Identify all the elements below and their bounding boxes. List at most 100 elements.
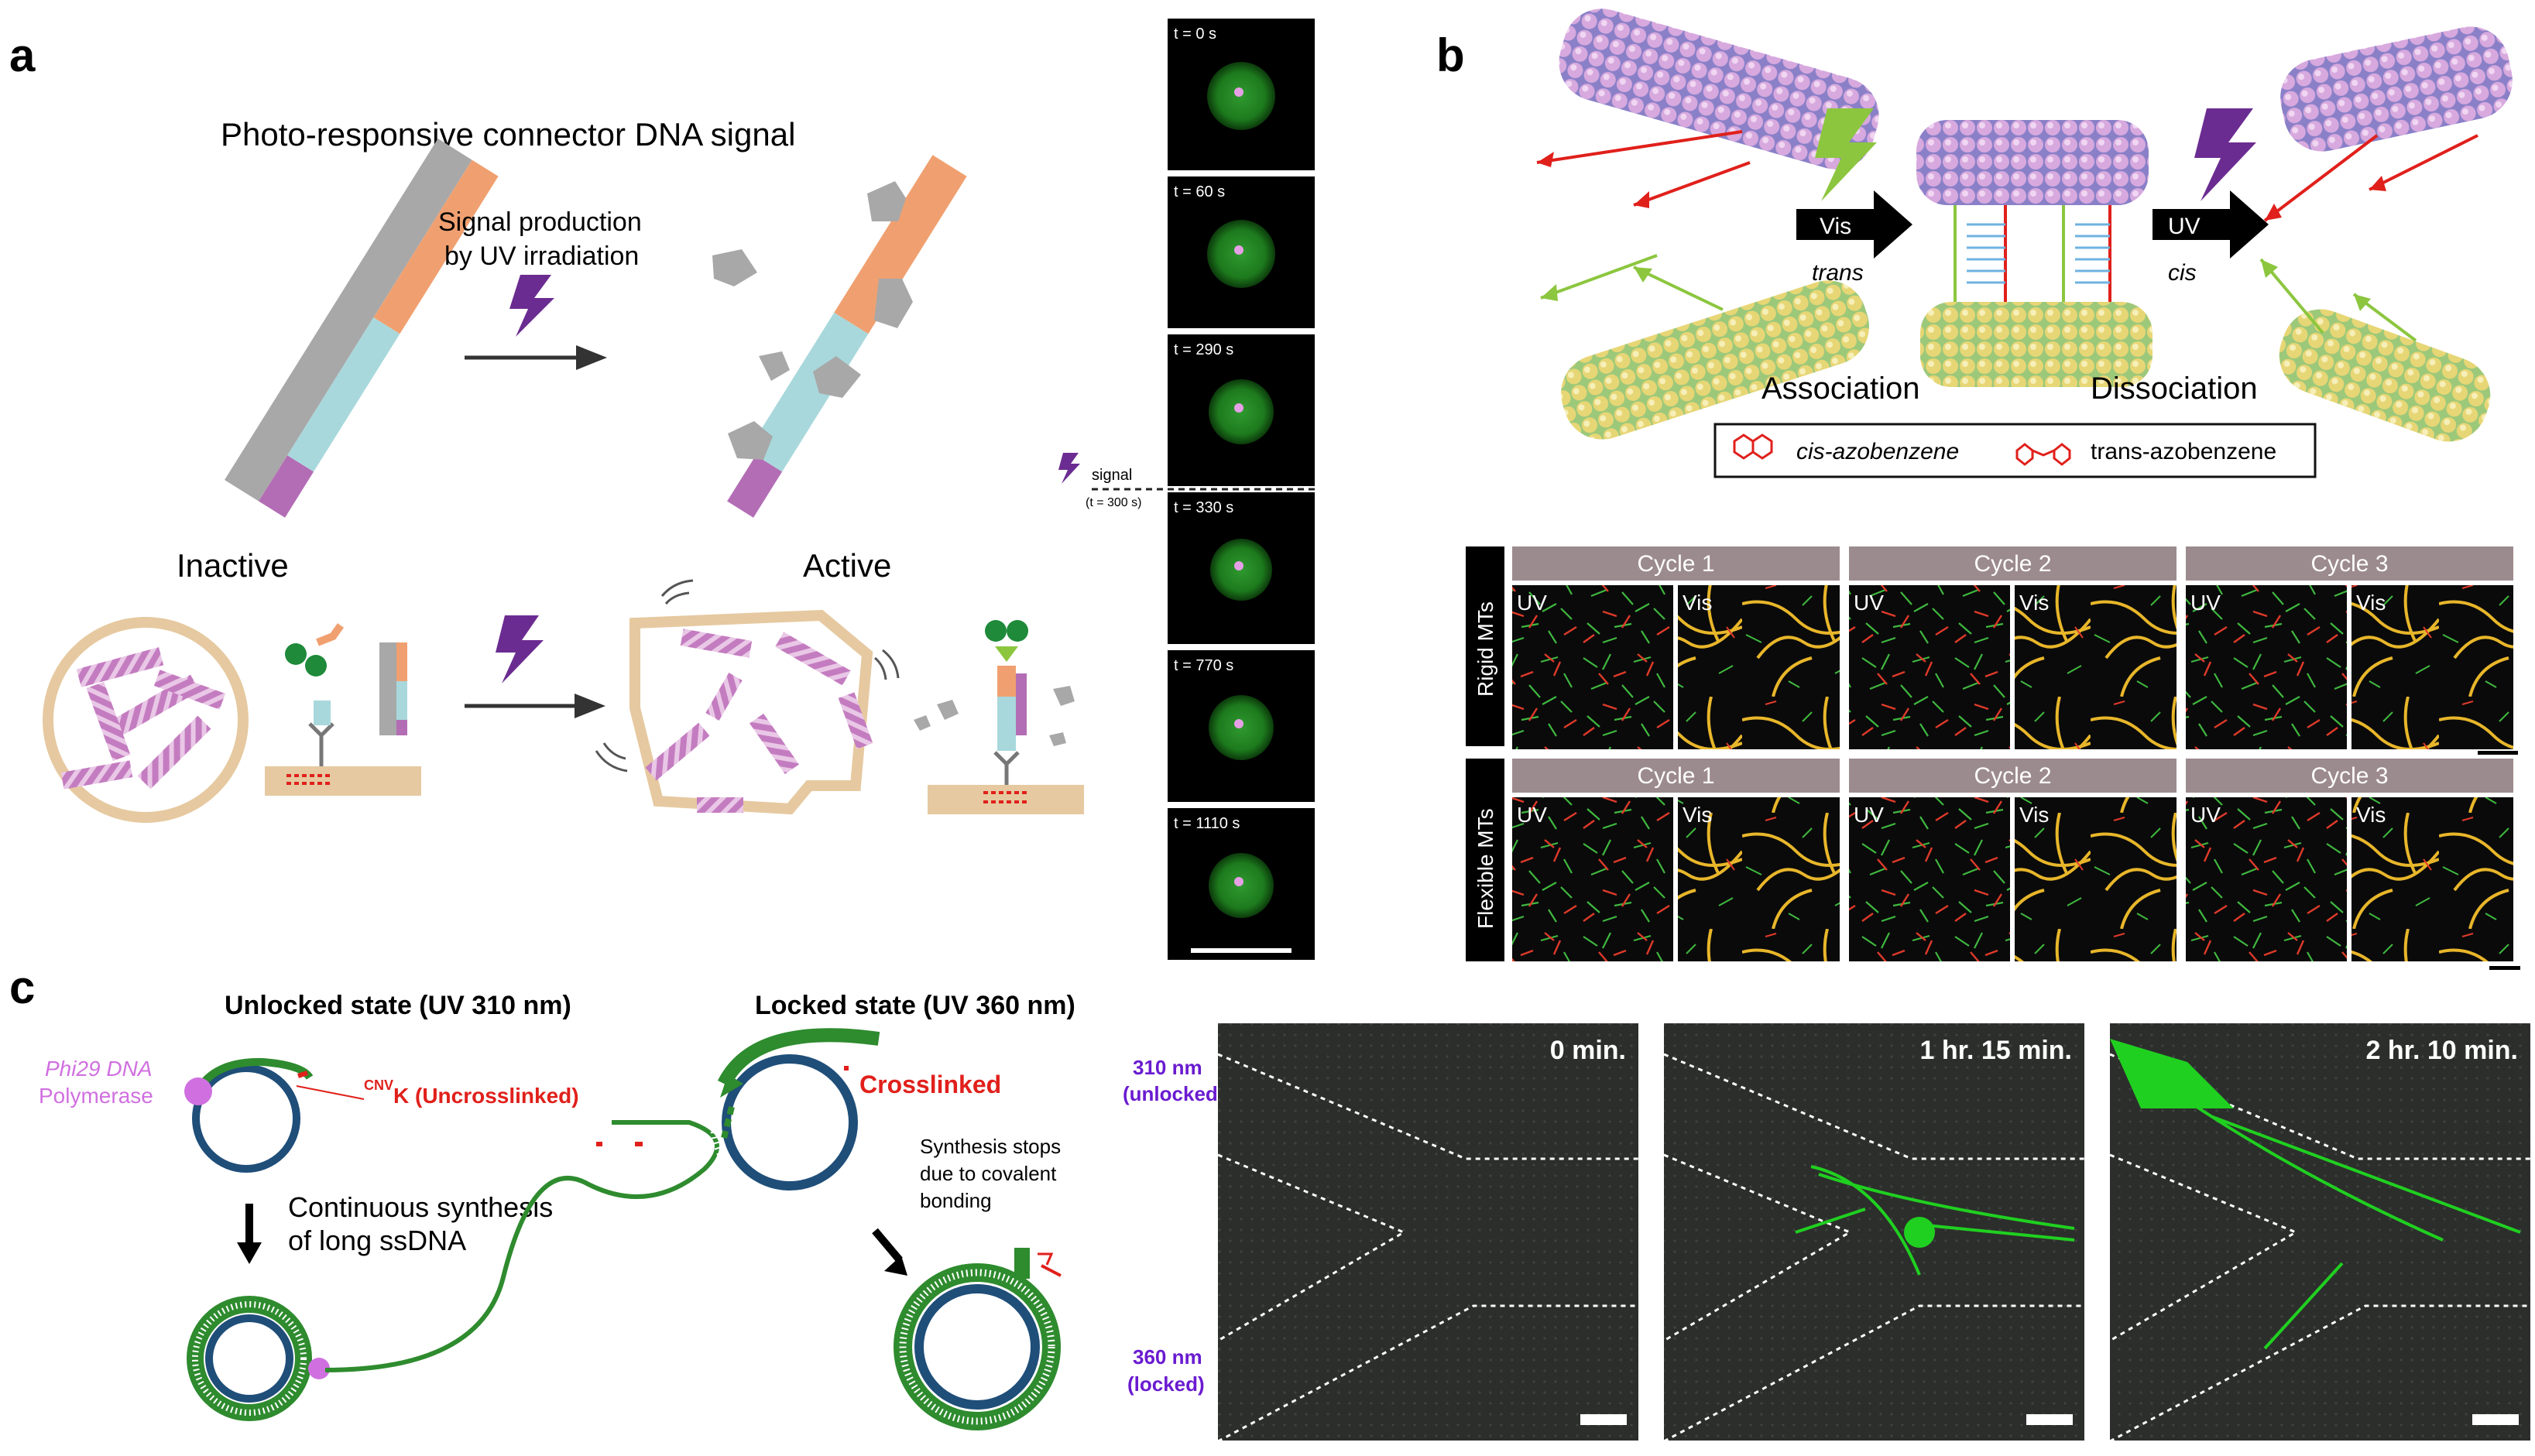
vis-tag: Vis — [2356, 591, 2386, 615]
signal-spot — [1234, 87, 1243, 97]
uv-tag: UV — [1517, 803, 1547, 827]
timepoint-label: t = 0 s — [1174, 26, 1216, 43]
signal-time: (t = 300 s) — [1086, 496, 1141, 509]
active-membrane-anchor — [914, 620, 1084, 814]
dna-cluster — [2110, 1039, 2234, 1108]
cycle-header — [2186, 546, 2513, 581]
active-label: Active — [803, 547, 891, 584]
reaction-arrow — [465, 345, 607, 370]
locked-label: (locked) — [1127, 1372, 1205, 1396]
vis-bolt-icon — [1815, 108, 1877, 201]
legend-trans: trans-azobenzene — [2091, 439, 2276, 464]
connector-dna-active — [727, 155, 967, 518]
inactive-vesicle — [43, 617, 249, 823]
channel-outline — [1663, 1053, 2084, 1443]
locked-circle-bottom — [894, 1248, 1062, 1430]
uv-image — [2186, 585, 2347, 749]
cycle-label: Cycle 2 — [1974, 551, 2051, 577]
vis-image — [1678, 585, 1840, 749]
signal-label: signal — [1092, 467, 1132, 484]
timepoint-label: t = 330 s — [1174, 499, 1233, 516]
unlocked-title: Unlocked state (UV 310 nm) — [225, 991, 571, 1020]
cycle-header — [2186, 759, 2513, 793]
uv-bolt-icon-b — [2194, 108, 2256, 201]
dna-links — [1954, 205, 2111, 302]
time-label: 1 hr. 15 min. — [1919, 1036, 2072, 1065]
cycle-header — [1849, 759, 2177, 793]
unlocked-label: (unlocked) — [1123, 1082, 1224, 1105]
vis-image — [2015, 585, 2177, 749]
mt-yellow-left — [1561, 280, 1869, 440]
azobenzene-legend: cis-azobenzene trans-azobenzene — [1713, 423, 2317, 478]
stops-line2: due to covalent — [920, 1162, 1057, 1185]
uv-image — [1512, 585, 1673, 749]
uncrosslinked-label: K (Uncrosslinked) — [393, 1084, 579, 1108]
dna-growth — [1795, 1165, 2075, 1276]
channel-outline — [1217, 1053, 1638, 1443]
uv-image — [2186, 797, 2347, 961]
locked-circle-top — [710, 1028, 880, 1202]
azobenzene-arrows-left — [1536, 130, 1751, 311]
timepoint-label: t = 770 s — [1174, 657, 1233, 674]
vis-arrow — [1796, 190, 1912, 259]
scale-bar — [1580, 1414, 1627, 1425]
cycle-label: Cycle 3 — [2310, 551, 2388, 577]
uv-label: UV — [2168, 214, 2201, 239]
uv-bolt-icon — [509, 275, 554, 337]
continuous-line1: Continuous synthesis — [288, 1191, 553, 1223]
locked-title: Locked state (UV 360 nm) — [755, 991, 1075, 1020]
time-label: 0 min. — [1550, 1036, 1626, 1065]
uv-tag: UV — [2190, 803, 2221, 827]
stops-line3: bonding — [920, 1189, 992, 1212]
vis-label: Vis — [1820, 214, 1851, 239]
unlocked-circle-top — [184, 1057, 365, 1173]
timepoint-label: t = 60 s — [1174, 183, 1225, 200]
uv-tag: UV — [1517, 591, 1547, 615]
signal-production-line2: by UV irradiation — [444, 242, 639, 271]
uv-tag: UV — [1854, 591, 1884, 615]
stops-line1: Synthesis stops — [920, 1135, 1061, 1158]
cycle-label: Cycle 1 — [1637, 551, 1714, 577]
mt-purple-left — [1559, 9, 1879, 170]
scale-bar-rigid — [2478, 751, 2518, 755]
active-vesicle — [595, 579, 900, 815]
vis-image — [2351, 585, 2513, 749]
trans-azobenzene-icon — [2015, 443, 2071, 466]
channel-outline — [2109, 1053, 2530, 1443]
crosslinked-label: Crosslinked — [859, 1071, 1001, 1098]
scale-bar — [2026, 1414, 2073, 1425]
signal-spot — [1234, 403, 1243, 413]
timepoint-label: t = 290 s — [1174, 341, 1233, 358]
scale-bar — [2472, 1414, 2519, 1425]
mt-yellow-right — [2279, 309, 2491, 442]
cycle-label: Cycle 2 — [1974, 763, 2051, 789]
signal-spot — [1234, 719, 1243, 728]
signal-production-line1: Signal production — [438, 207, 642, 237]
panel-b-letter: b — [1436, 29, 1465, 81]
vis-image — [1678, 797, 1840, 961]
signal-spot — [1234, 561, 1243, 570]
signal-spot — [1234, 877, 1243, 886]
timepoint-label: t = 1110 s — [1174, 815, 1240, 832]
unlocked-circle-bottom — [187, 1120, 719, 1421]
uv-tag: UV — [2190, 591, 2221, 615]
mt-purple-center — [1916, 120, 2149, 205]
polymerase-line1: Phi29 DNA — [45, 1057, 153, 1081]
cycle-label: Cycle 3 — [2310, 763, 2388, 789]
vis-tag: Vis — [2356, 803, 2386, 827]
uv-tag: UV — [1854, 803, 1884, 827]
dna-cluster — [1904, 1217, 1935, 1248]
continuous-line2: of long ssDNA — [288, 1225, 466, 1256]
inactive-label: Inactive — [177, 547, 289, 584]
cis-azobenzene-icon — [1733, 433, 1773, 460]
channel-image — [1664, 1023, 2084, 1441]
association-label: Association — [1761, 372, 1920, 406]
uv-image — [1849, 797, 2010, 961]
panel-c-letter: c — [9, 961, 35, 1013]
panel-a-letter: a — [9, 29, 36, 81]
cis-label: cis — [2168, 260, 2197, 286]
scale-bar-flexible — [2489, 966, 2520, 970]
panel-a-title: Photo-responsive connector DNA signal — [221, 116, 795, 152]
vis-tag: Vis — [2019, 803, 2049, 827]
